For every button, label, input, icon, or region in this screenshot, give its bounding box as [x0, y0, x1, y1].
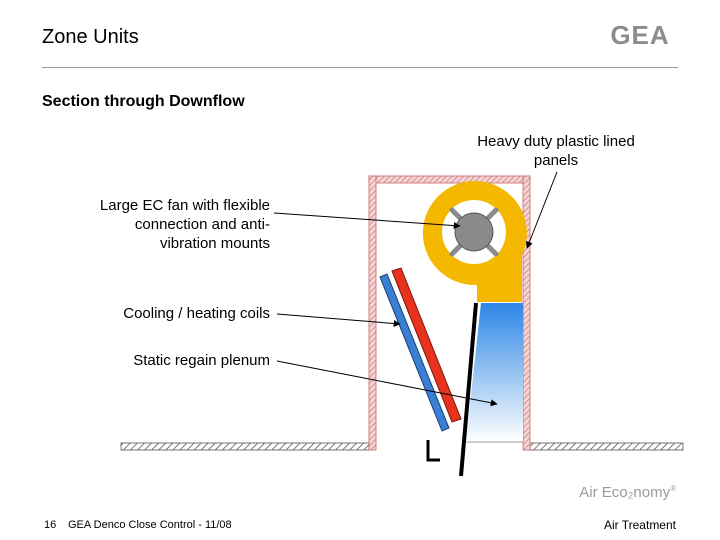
- brand-logo: Air Eco₂nomy®: [579, 484, 676, 501]
- title-divider: [42, 67, 678, 68]
- page-title: Zone Units: [42, 26, 139, 48]
- footer-page-number: 16: [44, 519, 57, 531]
- footer-department: Air Treatment: [603, 518, 676, 532]
- gea-logo-text: GEA: [610, 22, 669, 48]
- brand-mark: ®: [670, 484, 676, 493]
- brand-text: Air Eco₂nomy: [579, 484, 671, 501]
- coils-leader-arrow: [276, 313, 401, 327]
- panels-leader-arrow: [526, 171, 558, 249]
- footer-document: GEA Denco Close Control - 11/08: [68, 519, 232, 531]
- cabinet-panels: [368, 175, 531, 451]
- floor-left: [120, 442, 370, 451]
- static-regain-plenum: [466, 303, 523, 442]
- gea-logo-icon: GEA: [610, 22, 669, 48]
- label-plenum: Static regain plenum: [133, 352, 270, 369]
- floor-right: [524, 442, 684, 451]
- fan-leader-arrow: [273, 212, 461, 230]
- label-coils: Cooling / heating coils: [123, 305, 270, 322]
- plenum-baffle: [459, 302, 478, 477]
- label-panels: Heavy duty plastic lined panels: [477, 133, 635, 169]
- drip-tray: [426, 440, 440, 462]
- plenum-leader-arrow: [276, 360, 498, 407]
- cooling-heating-coils: [379, 267, 462, 432]
- fan-icon: [422, 181, 527, 302]
- page-subtitle: Section through Downflow: [42, 93, 245, 110]
- label-fan: Large EC fan with flexible connection an…: [99, 197, 270, 252]
